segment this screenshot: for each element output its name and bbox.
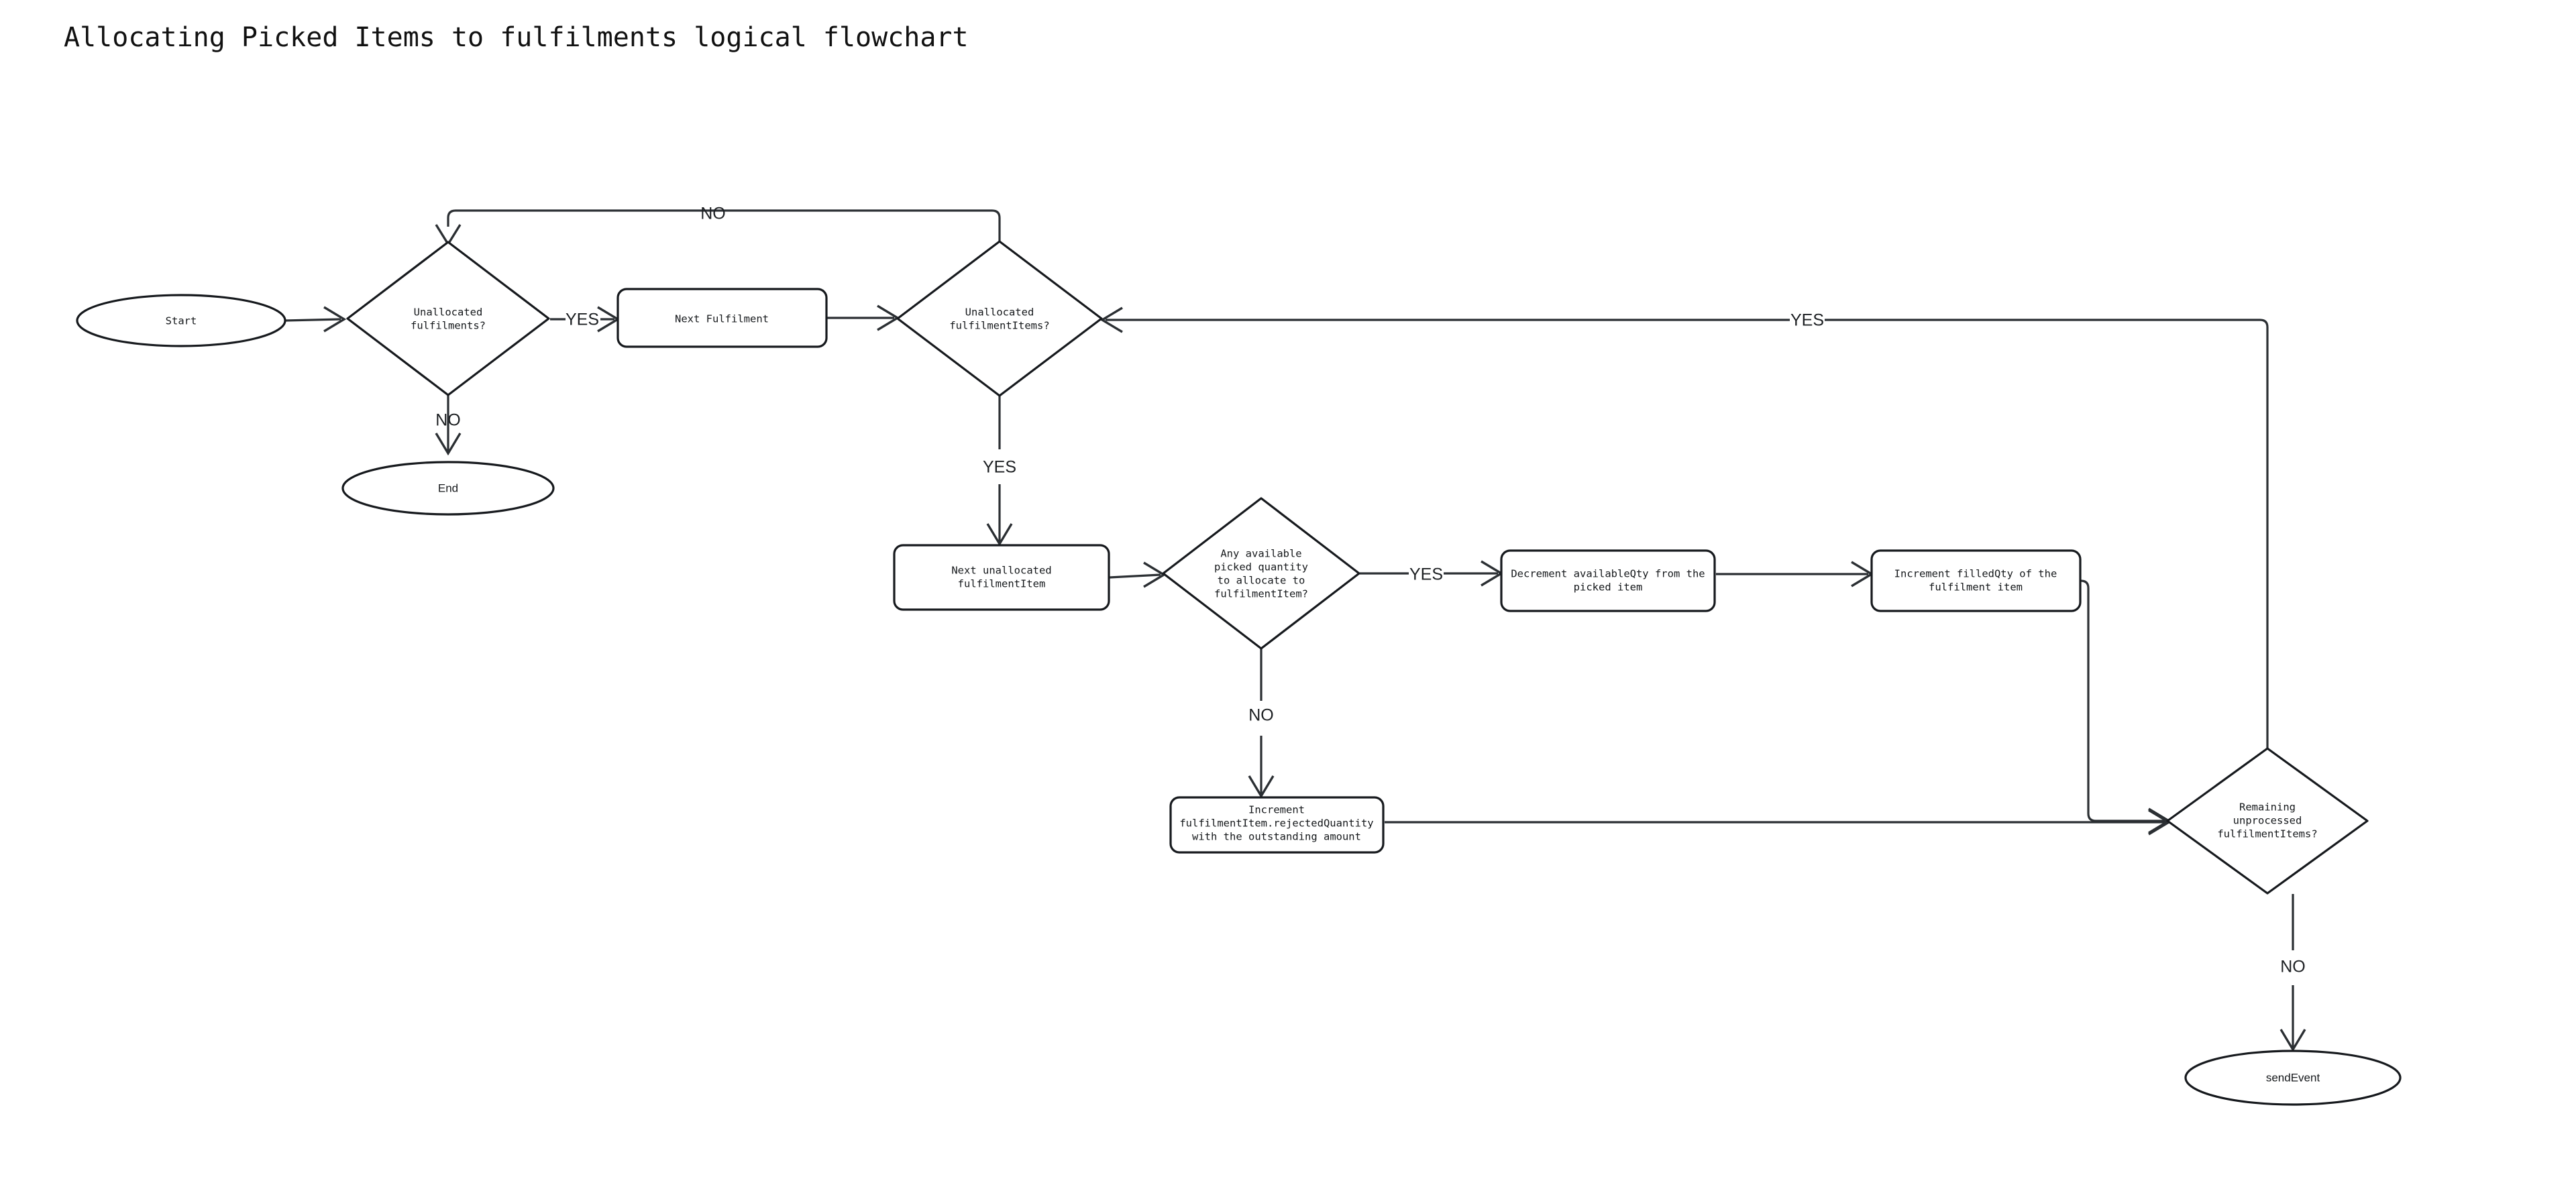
any-available-picked-quantity-label-line-1: Any available <box>1220 548 1301 560</box>
decrement-available-qty-label-line-1: Decrement availableQty from the <box>1511 568 1705 580</box>
increment-filled-qty-label-line-1: Increment filledQty of the <box>1894 568 2057 580</box>
node-decrement-available-qty[interactable]: Decrement availableQty from the picked i… <box>1500 549 1716 612</box>
next-unallocated-item-label-line-1: Next unallocated <box>951 565 1051 577</box>
edge-increment-rejected-to-d4 <box>1385 809 2171 836</box>
edge-next-fulfilment-to-d2 <box>826 304 900 331</box>
node-next-unallocated-item[interactable]: Next unallocated fulfilmentItem <box>893 544 1110 611</box>
edge-label-d3-yes: YES <box>1409 565 1443 584</box>
increment-rejected-quantity-box[interactable] <box>1169 796 1385 854</box>
node-send-event[interactable]: sendEvent <box>2184 1050 2402 1106</box>
remaining-unprocessed-items-label-line-2: unprocessed <box>2233 815 2302 827</box>
increment-rejected-quantity-label-line-3: with the outstanding amount <box>1192 831 1361 843</box>
decrement-available-qty-box[interactable] <box>1500 549 1716 612</box>
edge-label-d4-no: NO <box>2280 958 2306 976</box>
any-available-picked-quantity-label-line-4: fulfilmentItem? <box>1214 588 1308 600</box>
unallocated-fulfilment-items-label-line-2: fulfilmentItems? <box>949 320 1049 332</box>
end-ellipse[interactable] <box>341 461 555 516</box>
remaining-unprocessed-items-label-line-3: fulfilmentItems? <box>2217 828 2317 840</box>
next-fulfilment-box[interactable] <box>616 288 828 348</box>
node-remaining-unprocessed-items[interactable]: Remaining unprocessed fulfilmentItems? <box>2166 747 2369 895</box>
node-increment-rejected-quantity[interactable]: Increment fulfilmentItem.rejectedQuantit… <box>1169 796 1385 854</box>
increment-rejected-quantity-label-line-2: fulfilmentItem.rejectedQuantity <box>1179 818 1373 830</box>
next-fulfilment-label: Next Fulfilment <box>675 313 769 325</box>
edge-next-unallocated-item-to-d3 <box>1109 561 1167 588</box>
any-available-picked-quantity-diamond[interactable] <box>1162 497 1360 650</box>
edge-increment-filled-to-d4 <box>2080 579 2171 834</box>
remaining-unprocessed-items-label-line-1: Remaining <box>2239 801 2296 813</box>
any-available-picked-quantity-label-line-3: to allocate to <box>1218 575 1305 587</box>
unallocated-fulfilments-diamond[interactable] <box>346 241 550 396</box>
edge-label-d3-no: NO <box>1248 706 1274 725</box>
page-title: Allocating Picked Items to fulfilments l… <box>64 22 969 53</box>
remaining-unprocessed-items-diamond[interactable] <box>2166 747 2369 895</box>
node-start[interactable]: Start <box>76 294 286 347</box>
increment-filled-qty-label-line-2: fulfilment item <box>1929 581 2023 594</box>
edge-d4-no-to-send-event <box>2279 894 2306 1052</box>
edges-layer <box>284 209 2306 1052</box>
start-ellipse[interactable] <box>76 294 286 347</box>
edge-label-d1-no: NO <box>435 411 461 430</box>
send-event-label: sendEvent <box>2266 1071 2320 1084</box>
send-event-ellipse[interactable] <box>2184 1050 2402 1106</box>
end-label: End <box>438 482 458 494</box>
start-label: Start <box>166 315 197 327</box>
decrement-available-qty-label-line-2: picked item <box>1574 581 1643 594</box>
edge-d4-yes-to-d2 <box>1099 306 2269 748</box>
unallocated-fulfilments-label-line-1: Unallocated <box>414 306 483 319</box>
unallocated-fulfilment-items-diamond[interactable] <box>896 240 1103 397</box>
edge-decrement-to-increment-filled <box>1716 561 1874 587</box>
edge-d3-no-to-increment-rejected <box>1248 649 1275 799</box>
edge-labels-layer: NO NO YES YES YES NO YES NO <box>435 205 2306 976</box>
next-unallocated-item-box[interactable] <box>893 544 1110 611</box>
unallocated-fulfilment-items-label-line-1: Unallocated <box>965 306 1034 319</box>
any-available-picked-quantity-label-line-2: picked quantity <box>1214 561 1308 573</box>
node-increment-filled-qty[interactable]: Increment filledQty of the fulfilment it… <box>1870 549 2082 612</box>
node-next-fulfilment[interactable]: Next Fulfilment <box>616 288 828 348</box>
increment-rejected-quantity-label-line-1: Increment <box>1248 804 1305 816</box>
edge-d2-yes-to-next-unallocated-item <box>986 396 1013 547</box>
edge-start-to-d1 <box>284 306 347 333</box>
node-end[interactable]: End <box>341 461 555 516</box>
nodes-layer: Start Unallocated fulfilments? End Next … <box>76 240 2402 1106</box>
edge-label-d1-yes: YES <box>566 311 599 329</box>
edge-label-d2-no: NO <box>700 205 726 223</box>
node-any-available-picked-quantity[interactable]: Any available picked quantity to allocat… <box>1162 497 1360 650</box>
edge-label-d2-yes: YES <box>983 458 1016 477</box>
edge-label-d4-yes: YES <box>1790 311 1824 330</box>
node-unallocated-fulfilments[interactable]: Unallocated fulfilments? <box>346 241 550 396</box>
node-unallocated-fulfilment-items[interactable]: Unallocated fulfilmentItems? <box>896 240 1103 397</box>
edge-d1-no-to-end <box>435 396 462 456</box>
next-unallocated-item-label-line-2: fulfilmentItem <box>958 578 1046 590</box>
increment-filled-qty-box[interactable] <box>1870 549 2082 612</box>
unallocated-fulfilments-label-line-2: fulfilments? <box>411 320 486 332</box>
